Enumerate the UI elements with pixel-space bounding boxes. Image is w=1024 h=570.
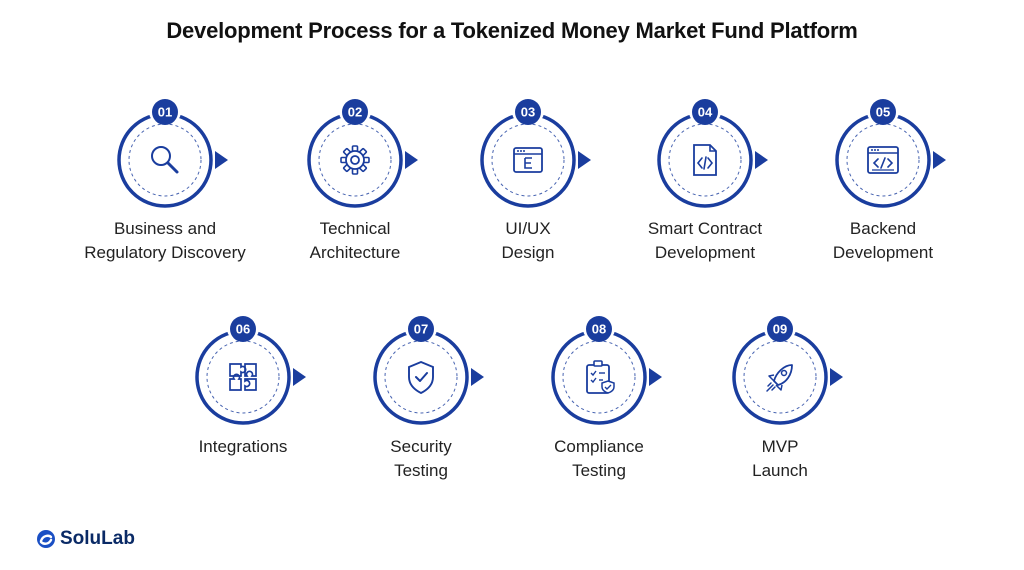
step-label-line: Testing xyxy=(572,461,626,480)
step-label-line: Launch xyxy=(752,461,808,480)
brand-logo: SoluLab xyxy=(36,528,135,550)
step-badge-graphic: 03 xyxy=(480,99,591,208)
step-badge-graphic: 07 xyxy=(373,316,484,425)
page-title: Development Process for a Tokenized Mone… xyxy=(166,18,858,43)
step-number-badge xyxy=(870,99,896,125)
logo-text: SoluLab xyxy=(60,528,135,549)
solulab-logo-icon xyxy=(37,530,55,548)
step-arrow-icon xyxy=(578,151,591,169)
puzzle-icon xyxy=(229,363,257,391)
gear-icon xyxy=(340,145,370,175)
step-arrow-icon xyxy=(830,368,843,386)
process-step: 06 Integrations xyxy=(133,316,353,485)
step-arrow-icon xyxy=(215,151,228,169)
step-badge-graphic: 09 xyxy=(732,316,843,425)
search-icon xyxy=(151,146,179,174)
step-label: UI/UX Design xyxy=(418,217,638,265)
step-badge-graphic: 06 xyxy=(195,316,306,425)
rocket-icon xyxy=(766,364,793,392)
step-badge-graphic: 05 xyxy=(835,99,946,208)
step-number-badge xyxy=(692,99,718,125)
step-arrow-icon xyxy=(933,151,946,169)
step-number-badge xyxy=(230,316,256,342)
step-number: 01 xyxy=(158,105,172,120)
step-number: 07 xyxy=(414,322,428,337)
code-window-icon xyxy=(867,146,899,174)
step-arrow-icon xyxy=(293,368,306,386)
step-number-badge xyxy=(342,99,368,125)
step-number-badge xyxy=(767,316,793,342)
step-number-badge xyxy=(515,99,541,125)
step-number-badge xyxy=(408,316,434,342)
step-label-line: Regulatory Discovery xyxy=(84,243,246,262)
step-label-line: Security xyxy=(390,437,452,456)
shield-check-icon xyxy=(408,360,434,395)
step-label-line: Business and xyxy=(113,219,217,238)
step-number: 02 xyxy=(348,105,362,120)
step-arrow-icon xyxy=(649,368,662,386)
step-label: Integrations xyxy=(133,435,353,459)
step-label-line: Backend xyxy=(849,219,917,238)
step-number: 06 xyxy=(236,322,250,337)
step-number: 05 xyxy=(876,105,890,120)
step-label-line: Integrations xyxy=(198,437,288,456)
step-label-line: MVP xyxy=(761,437,799,456)
step-label-line: Design xyxy=(501,243,555,262)
step-label-line: UI/UX xyxy=(505,219,551,238)
step-number: 08 xyxy=(592,322,606,337)
step-arrow-icon xyxy=(405,151,418,169)
step-label-line: Technical xyxy=(319,219,391,238)
process-step: 03 UI/UX Design xyxy=(418,99,638,267)
step-label-line: Architecture xyxy=(309,243,401,262)
step-number: 09 xyxy=(773,322,787,337)
step-number: 04 xyxy=(698,105,713,120)
step-badge-graphic: 08 xyxy=(551,316,662,425)
step-number-badge xyxy=(586,316,612,342)
clipboard-check-icon xyxy=(586,360,615,394)
step-badge-graphic: 04 xyxy=(657,99,768,208)
step-label-line: Smart Contract xyxy=(647,219,763,238)
step-badge-graphic: 02 xyxy=(307,99,418,208)
step-label-line: Development xyxy=(832,243,934,262)
step-arrow-icon xyxy=(471,368,484,386)
step-badge-graphic: 01 xyxy=(117,99,228,208)
step-arrow-icon xyxy=(755,151,768,169)
process-step: 09 MVP Launch xyxy=(670,316,890,485)
step-label: MVP Launch xyxy=(670,435,890,483)
step-number: 03 xyxy=(521,105,535,120)
code-file-icon xyxy=(693,144,717,176)
step-label-line: Development xyxy=(654,243,756,262)
step-number-badge xyxy=(152,99,178,125)
step-label-line: Testing xyxy=(394,461,448,480)
step-label-line: Compliance xyxy=(554,437,644,456)
browser-window-icon xyxy=(513,147,543,173)
